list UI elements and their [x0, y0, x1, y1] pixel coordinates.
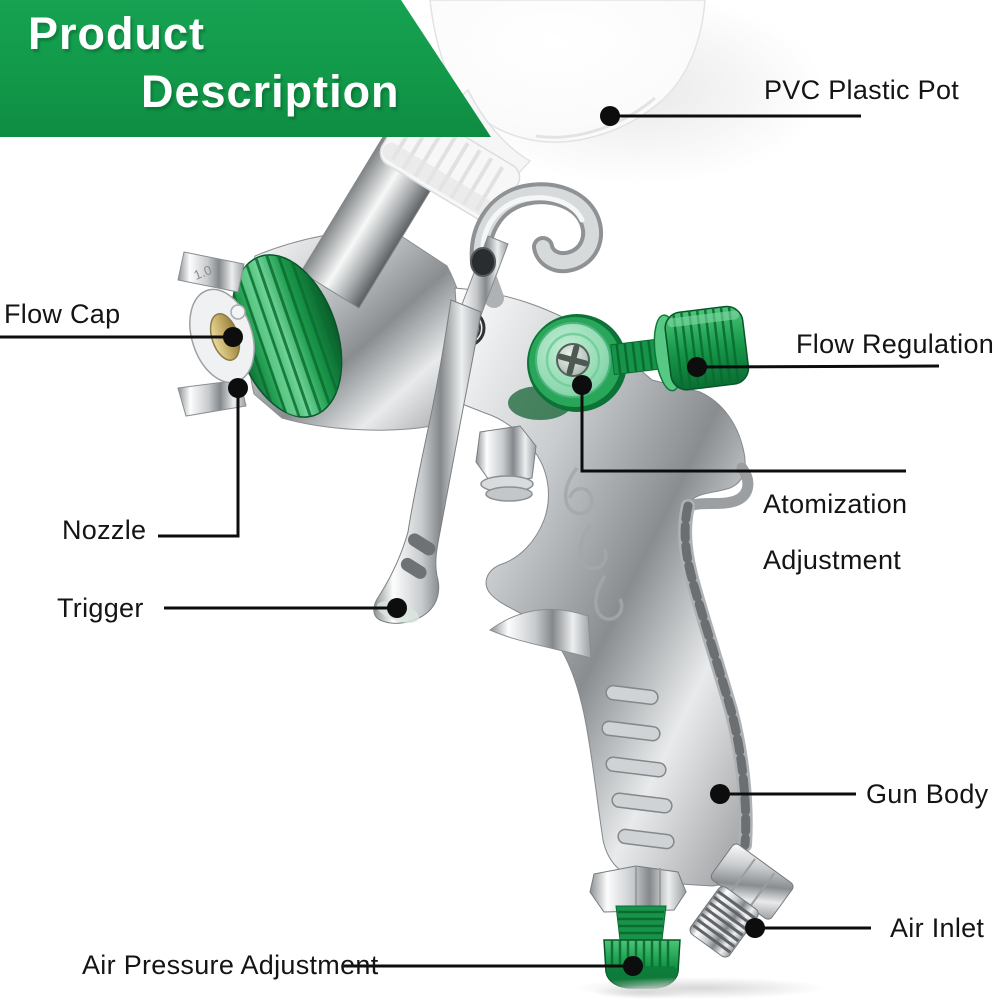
label-air-inlet: Air Inlet — [890, 913, 985, 943]
label-air-pressure-adjustment: Air Pressure Adjustment — [82, 950, 379, 980]
spray-gun-illustration: 1.0 — [177, 0, 825, 999]
banner: Product Description — [0, 0, 491, 137]
label-flow-regulation: Flow Regulation — [796, 329, 995, 359]
label-trigger: Trigger — [57, 593, 144, 623]
label-nozzle: Nozzle — [62, 515, 147, 545]
banner-title-line1: Product — [28, 8, 206, 59]
handle-engraving — [564, 466, 624, 621]
handle-spur — [489, 608, 592, 659]
label-atomization-line1: Atomization — [763, 489, 908, 519]
fluid-nut — [475, 425, 537, 502]
handle-rope-trim — [678, 462, 754, 852]
grip-slots — [601, 684, 675, 850]
leader-lines — [0, 106, 940, 976]
leader-atomization — [572, 375, 906, 473]
leader-air-pressure — [344, 956, 643, 976]
leader-flow-cap — [0, 327, 243, 347]
label-pvc-plastic-pot: PVC Plastic Pot — [764, 75, 960, 105]
banner-title-line2: Description — [141, 66, 400, 117]
flow-cap-ring — [222, 241, 355, 430]
air-pressure-knob — [603, 905, 681, 989]
leader-trigger — [164, 598, 407, 618]
air-inlet-fitting — [689, 843, 794, 958]
leader-nozzle — [158, 378, 248, 538]
handle-hex-nut — [589, 865, 687, 913]
label-atomization-line2: Adjustment — [763, 545, 902, 575]
label-flow-cap: Flow Cap — [4, 299, 121, 329]
pvc-plastic-pot — [429, 0, 706, 143]
leader-gun-body — [710, 784, 856, 804]
nozzle-size-marking: 1.0 — [192, 262, 214, 283]
leader-pvc-plastic-pot — [600, 106, 861, 126]
leader-flow-regulation — [687, 357, 940, 377]
leader-air-inlet — [745, 918, 871, 938]
label-gun-body: Gun Body — [866, 779, 989, 809]
knob-shadow — [592, 985, 692, 999]
atomization-knob — [508, 314, 627, 420]
